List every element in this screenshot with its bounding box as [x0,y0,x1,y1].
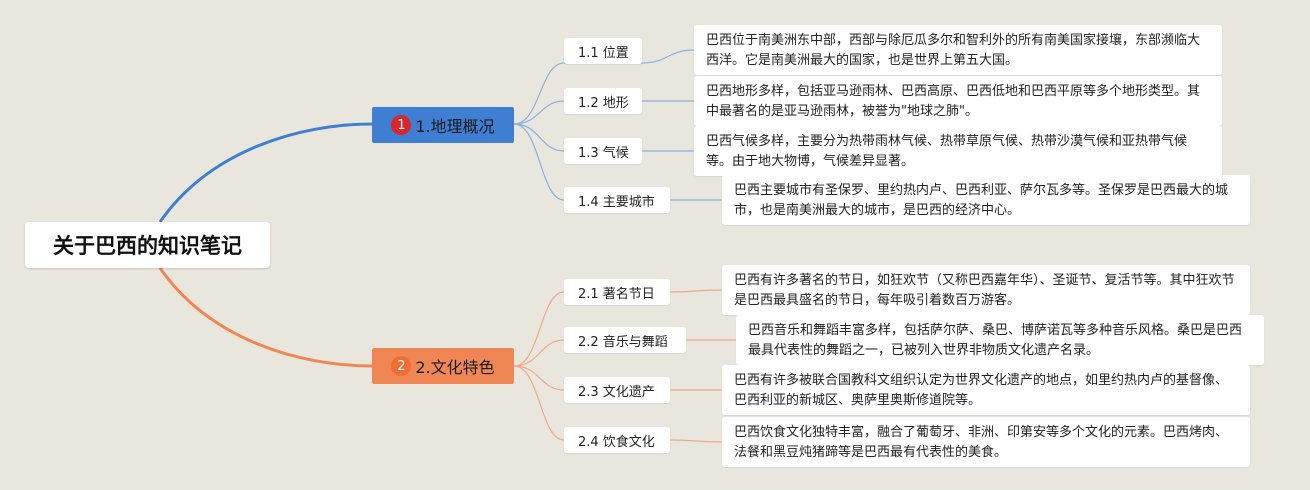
note-climate: 巴西气候多样，主要分为热带雨林气候、热带草原气候、热带沙漠气候和亚热带气候等。由… [694,126,1222,176]
subtopic-terrain[interactable]: 1.2 地形 [564,88,642,114]
subtopic-label: 2.4 饮食文化 [578,434,655,450]
link-b2-note1 [669,289,723,293]
link-b1-sub4 [513,123,670,201]
branch-label: 1.地理概况 [415,117,495,136]
note-text: 巴西气候多样，主要分为热带雨林气候、热带草原气候、热带沙漠气候和亚热带气候等。由… [706,134,1188,169]
link-b2-sub2 [513,339,686,367]
note-text: 巴西有许多被联合国教科文组织认定为世界文化遗产的地点，如里约热内卢的基督像、巴西… [734,373,1229,408]
note-festivals: 巴西有许多著名的节日，如狂欢节（又称巴西嘉年华）、圣诞节、复活节等。其中狂欢节是… [722,265,1250,315]
priority-badge-icon: 1 [391,115,412,135]
link-b2-sub1 [513,291,670,367]
link-b2-sub4 [513,365,670,441]
note-cuisine: 巴西饮食文化独特丰富，融合了葡萄牙、非洲、印第安等多个文化的元素。巴西烤肉、法餐… [722,417,1250,467]
note-location: 巴西位于南美洲东中部，西部与除厄瓜多尔和智利外的所有南美国家接壤，东部濒临大西洋… [694,25,1222,75]
subtopic-heritage[interactable]: 2.3 文化遗产 [564,377,670,403]
subtopic-label: 1.4 主要城市 [578,194,655,210]
link-b1-sub2 [513,100,642,125]
subtopic-label: 2.1 著名节日 [578,286,655,302]
note-text: 巴西饮食文化独特丰富，融合了葡萄牙、非洲、印第安等多个文化的元素。巴西烤肉、法餐… [734,425,1229,460]
subtopic-label: 1.1 位置 [578,45,629,61]
link-b2-sub3 [513,365,670,391]
note-text: 巴西地形多样，包括亚马逊雨林、巴西高原、巴西低地和巴西平原等多个地形类型。其中最… [706,84,1201,119]
link-b1-note1 [641,49,695,64]
subtopic-climate[interactable]: 1.3 气候 [564,138,642,164]
note-terrain: 巴西地形多样，包括亚马逊雨林、巴西高原、巴西低地和巴西平原等多个地形类型。其中最… [694,76,1222,126]
note-text: 巴西音乐和舞蹈丰富多样，包括萨尔萨、桑巴、博萨诺瓦等多种音乐风格。桑巴是巴西最具… [748,323,1243,358]
subtopic-major-cities[interactable]: 1.4 主要城市 [564,187,670,213]
link-b1-sub1 [513,62,642,125]
note-heritage: 巴西有许多被联合国教科文组织认定为世界文化遗产的地点，如里约热内卢的基督像、巴西… [722,365,1250,415]
note-music-dance: 巴西音乐和舞蹈丰富多样，包括萨尔萨、桑巴、博萨诺瓦等多种音乐风格。桑巴是巴西最具… [736,315,1264,365]
root-topic[interactable]: 关于巴西的知识笔记 [25,222,270,268]
subtopic-label: 2.3 文化遗产 [578,384,655,400]
note-text: 巴西位于南美洲东中部，西部与除厄瓜多尔和智利外的所有南美国家接壤，东部濒临大西洋… [706,33,1201,68]
priority-badge-icon: 2 [391,356,412,376]
subtopic-label: 2.2 音乐与舞蹈 [578,334,668,350]
link-root-branch-2 [158,267,373,368]
branch-topic-geography[interactable]: 1 1.地理概况 [372,107,514,143]
subtopic-label: 1.2 地形 [578,95,629,111]
note-major-cities: 巴西主要城市有圣保罗、里约热内卢、巴西利亚、萨尔瓦多等。圣保罗是巴西最大的城市，… [722,175,1250,225]
root-title: 关于巴西的知识笔记 [53,234,242,258]
note-text: 巴西有许多著名的节日，如狂欢节（又称巴西嘉年华）、圣诞节、复活节等。其中狂欢节是… [734,273,1235,308]
note-text: 巴西主要城市有圣保罗、里约热内卢、巴西利亚、萨尔瓦多等。圣保罗是巴西最大的城市，… [734,183,1229,218]
subtopic-location[interactable]: 1.1 位置 [564,38,642,64]
link-b2-note4 [669,439,723,443]
branch-label: 2.文化特色 [415,358,495,377]
link-b1-sub3 [513,123,642,152]
subtopic-festivals[interactable]: 2.1 著名节日 [564,279,670,305]
branch-topic-culture[interactable]: 2 2.文化特色 [372,348,514,384]
link-root-branch-1 [158,122,373,223]
subtopic-label: 1.3 气候 [578,145,629,161]
subtopic-cuisine[interactable]: 2.4 饮食文化 [564,427,670,453]
subtopic-music-dance[interactable]: 2.2 音乐与舞蹈 [564,327,686,353]
